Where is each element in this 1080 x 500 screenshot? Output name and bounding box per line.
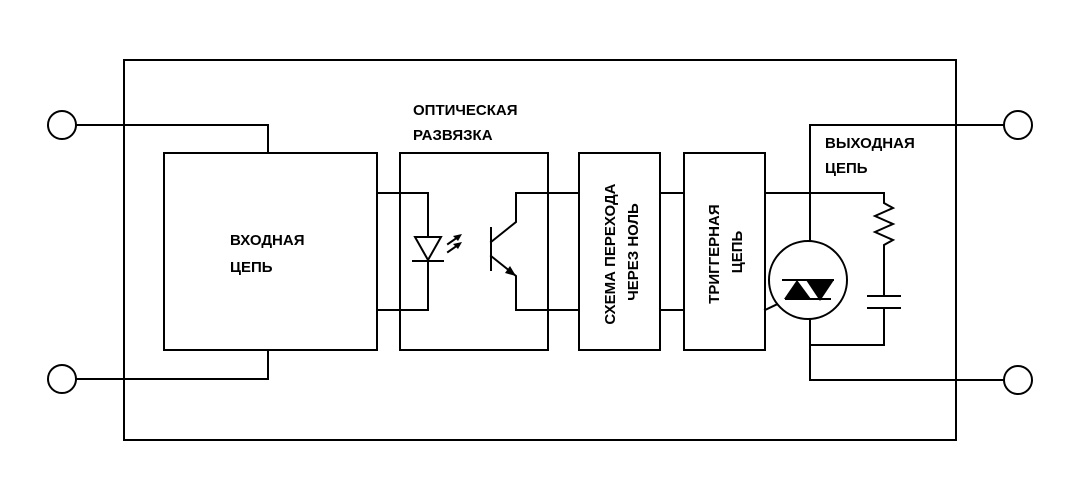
output-leads	[809, 124, 1004, 381]
led-icon	[399, 192, 444, 311]
light-arrows-icon	[446, 234, 462, 254]
triac-icon	[768, 240, 848, 320]
output-terminal-top-icon[interactable]	[1003, 110, 1033, 140]
output-terminal-bottom-icon[interactable]	[1003, 365, 1033, 395]
phototransistor-icon	[489, 192, 580, 311]
trigger-block	[683, 152, 766, 351]
optical-isolation-block	[399, 152, 549, 351]
zero-cross-label: СХЕМА ПЕРЕХОДА ЧЕРЕЗ НОЛЬ	[602, 179, 642, 324]
trigger-label: ТРИГГЕРНАЯ ЦЕПЬ	[706, 200, 746, 304]
capacitor-icon	[867, 295, 901, 346]
zero-cross-block	[578, 152, 661, 351]
input-terminal-bottom-icon[interactable]	[47, 364, 77, 394]
input-terminal-top-icon[interactable]	[47, 110, 77, 140]
output-circuit-label: ВЫХОДНАЯ ЦЕПЬ	[825, 135, 919, 177]
optical-isolation-label: ОПТИЧЕСКАЯ РАЗВЯЗКА	[413, 102, 522, 144]
input-circuit-block	[163, 152, 378, 351]
resistor-icon	[872, 192, 896, 295]
input-leads	[75, 124, 269, 380]
input-circuit-label: ВХОДНАЯ ЦЕПЬ	[230, 232, 309, 276]
